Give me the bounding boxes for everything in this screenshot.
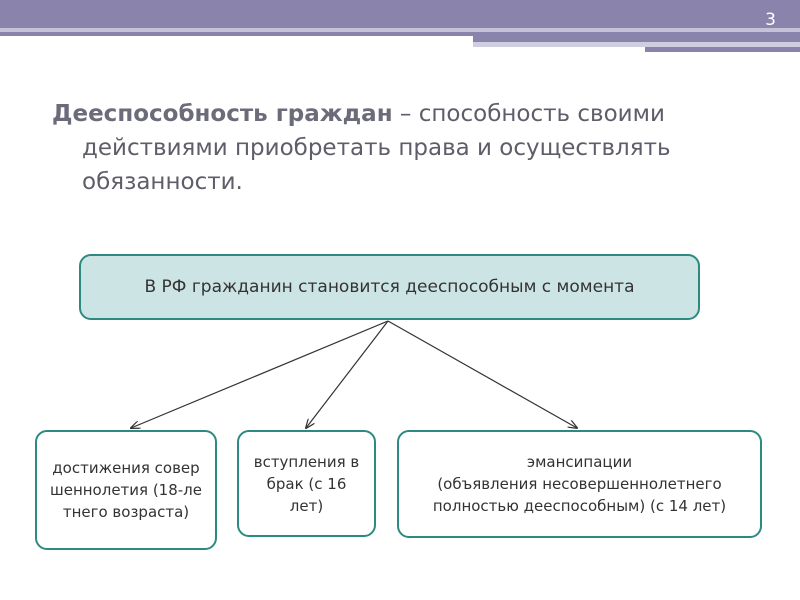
definition-dash: –: [392, 101, 419, 127]
child-node-marriage: вступления в брак (с 16 лет): [237, 430, 376, 537]
child-node-label: достижения совершеннолетия (18-летнего в…: [49, 459, 202, 521]
definition-line3: обязанности.: [82, 169, 243, 195]
header-stripe: [473, 42, 800, 47]
child-node-label: эмансипации (объявления несовершеннолетн…: [432, 453, 727, 515]
root-node: В РФ гражданин становится дееспособным с…: [79, 254, 700, 320]
header-stripe: [473, 36, 800, 42]
arrow-to-emancipation: [387, 320, 577, 428]
child-node-majority: достижения совершеннолетия (18-летнего в…: [35, 430, 217, 550]
header-stripe: [0, 32, 800, 36]
child-node-label: вступления в брак (с 16 лет): [253, 452, 360, 515]
definition-term: Дееспособность граждан: [52, 101, 393, 127]
header-stripe: [645, 47, 800, 52]
child-node-emancipation: эмансипации (объявления несовершеннолетн…: [397, 430, 762, 538]
definition-line2: действиями приобретать права и осуществл…: [82, 135, 671, 161]
root-node-label: В РФ гражданин становится дееспособным с…: [144, 277, 635, 297]
arrow-to-marriage: [306, 320, 389, 428]
header-bar: [0, 0, 800, 28]
slide-number: 3: [765, 10, 776, 30]
arrow-to-majority: [131, 320, 389, 428]
definition-line1: способность своими: [418, 101, 665, 127]
definition-text: Дееспособность граждан – способность сво…: [52, 97, 752, 199]
header-stripe: [0, 28, 800, 32]
